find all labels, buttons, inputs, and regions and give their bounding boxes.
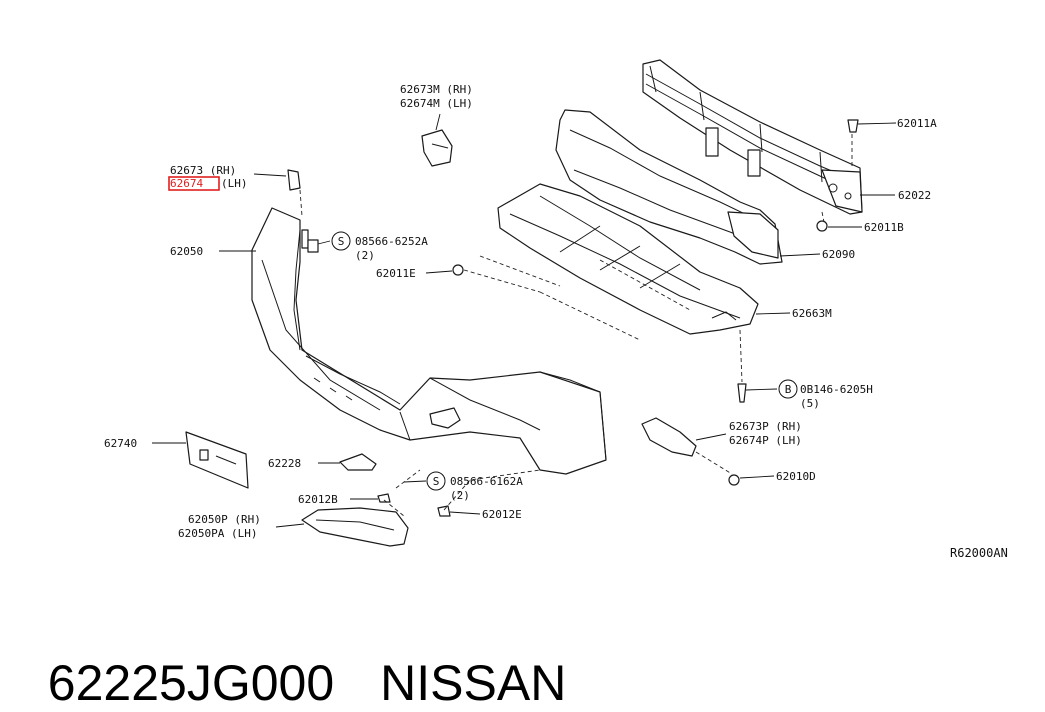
label-62673: 62673 (RH) bbox=[170, 164, 236, 177]
label-62050pa: 62050PA (LH) bbox=[178, 527, 257, 540]
symbol-s-1: S bbox=[331, 231, 351, 251]
bolt-0b146 bbox=[737, 383, 747, 403]
reference-code: R62000AN bbox=[950, 546, 1008, 560]
fastener-62010d bbox=[728, 474, 740, 486]
label-62674m: 62674M (LH) bbox=[400, 97, 473, 110]
part-number: 62225JG000 bbox=[47, 655, 335, 711]
label-62011a: 62011A bbox=[897, 117, 937, 130]
part-caption: 62225JG000 NISSAN bbox=[20, 596, 567, 712]
parts-diagram: S S B 62673M (RH) 62674M (LH) 62673 (RH)… bbox=[104, 59, 1008, 560]
bumper-reinforcement-beam bbox=[642, 59, 863, 215]
label-08566-6162a-qty: (2) bbox=[450, 489, 470, 502]
fastener-62011a bbox=[847, 119, 859, 133]
fog-lamp-bracket bbox=[339, 407, 461, 471]
label-62011b: 62011B bbox=[864, 221, 904, 234]
svg-text:B: B bbox=[785, 383, 792, 396]
label-62012e: 62012E bbox=[482, 508, 522, 521]
brand-name: NISSAN bbox=[380, 655, 567, 711]
highlight-box bbox=[168, 176, 220, 191]
label-62012b: 62012B bbox=[298, 493, 338, 506]
lower-grille bbox=[301, 507, 409, 547]
front-bumper-fascia bbox=[251, 207, 607, 475]
bracket-62673m bbox=[421, 129, 453, 167]
label-62673m: 62673M (RH) bbox=[400, 83, 473, 96]
fastener-62011b bbox=[816, 220, 828, 232]
label-62010d: 62010D bbox=[776, 470, 816, 483]
label-08566-6252a-qty: (2) bbox=[355, 249, 375, 262]
clip-62012b bbox=[377, 493, 391, 503]
label-62673p: 62673P (RH) bbox=[729, 420, 802, 433]
label-62022: 62022 bbox=[898, 189, 931, 202]
label-0b146-6205h: 0B146-6205H bbox=[800, 383, 873, 396]
bracket-62673 bbox=[287, 169, 301, 191]
label-62740: 62740 bbox=[104, 437, 137, 450]
energy-absorber bbox=[555, 109, 783, 265]
symbol-b: B bbox=[778, 379, 798, 399]
label-62050: 62050 bbox=[170, 245, 203, 258]
label-08566-6252a: 08566-6252A bbox=[355, 235, 428, 248]
license-bracket bbox=[185, 431, 249, 489]
label-62228: 62228 bbox=[268, 457, 301, 470]
label-62050p: 62050P (RH) bbox=[188, 513, 261, 526]
screw-08566-6252a bbox=[307, 239, 319, 253]
label-62011e: 62011E bbox=[376, 267, 416, 280]
fastener-62011e bbox=[452, 264, 464, 276]
label-0b146-qty: (5) bbox=[800, 397, 820, 410]
label-62090: 62090 bbox=[822, 248, 855, 261]
under-cover bbox=[497, 183, 759, 335]
label-62663m: 62663M bbox=[792, 307, 832, 320]
svg-text:S: S bbox=[433, 475, 440, 488]
label-62674-side: (LH) bbox=[221, 177, 248, 190]
label-08566-6162a: 08566-6162A bbox=[450, 475, 523, 488]
label-62674-part: 62674 bbox=[170, 177, 203, 190]
symbol-s-2: S bbox=[426, 471, 446, 491]
label-62674p: 62674P (LH) bbox=[729, 434, 802, 447]
clip-62012e bbox=[437, 505, 451, 517]
bracket-62673p bbox=[641, 417, 697, 457]
svg-text:S: S bbox=[338, 235, 345, 248]
